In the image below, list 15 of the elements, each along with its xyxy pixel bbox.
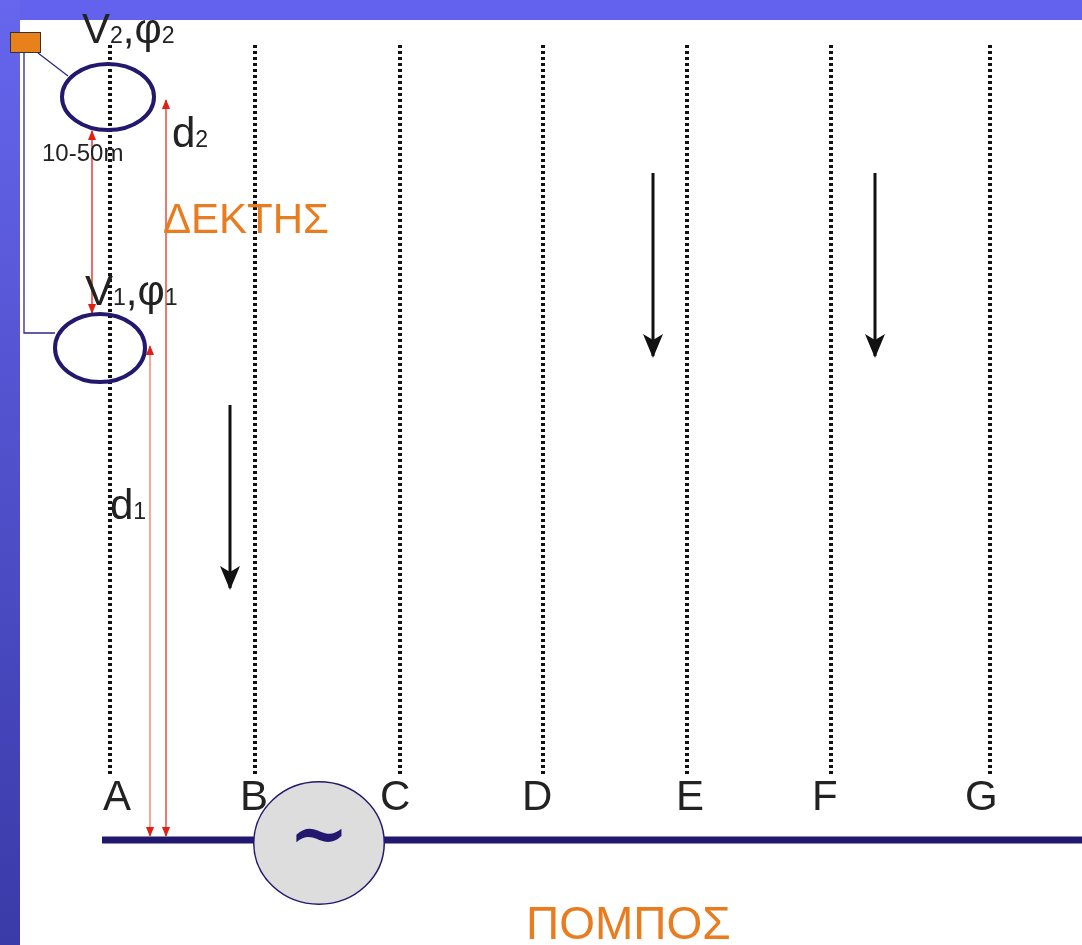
receiver-coil: [53, 312, 147, 384]
dimension-arrow: [88, 130, 96, 314]
transmitter-label: ΠΟΜΠΟΣ: [526, 900, 731, 945]
wire: [23, 52, 56, 334]
profile-letter: C: [380, 775, 411, 817]
profile-letter: A: [103, 775, 131, 817]
alternating-current-symbol: ~: [288, 797, 350, 870]
profile-letter: G: [965, 775, 998, 817]
meter-box: [10, 32, 41, 53]
wire: [37, 52, 69, 77]
receiver-coil: [60, 62, 156, 132]
profile-letter: D: [522, 775, 553, 817]
profile-letter: B: [240, 775, 268, 817]
profile-letter: E: [676, 775, 704, 817]
profile-letter: F: [812, 775, 838, 817]
